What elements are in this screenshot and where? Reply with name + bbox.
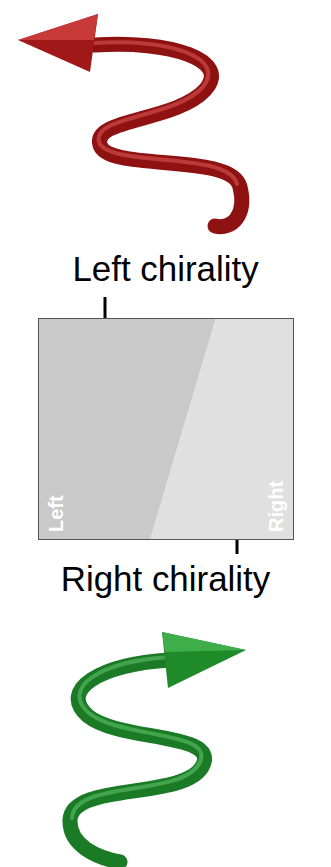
red-helix bbox=[18, 14, 242, 227]
right-region: Right bbox=[150, 318, 294, 540]
green-helix bbox=[70, 632, 246, 862]
region-label: Left bbox=[44, 495, 68, 532]
chirality-panel: Left Right bbox=[38, 318, 294, 540]
chirality-label: Left chirality bbox=[0, 248, 331, 290]
region-label: Right bbox=[264, 481, 288, 532]
panel-border bbox=[38, 318, 294, 540]
chirality-label: Right chirality bbox=[0, 558, 331, 600]
